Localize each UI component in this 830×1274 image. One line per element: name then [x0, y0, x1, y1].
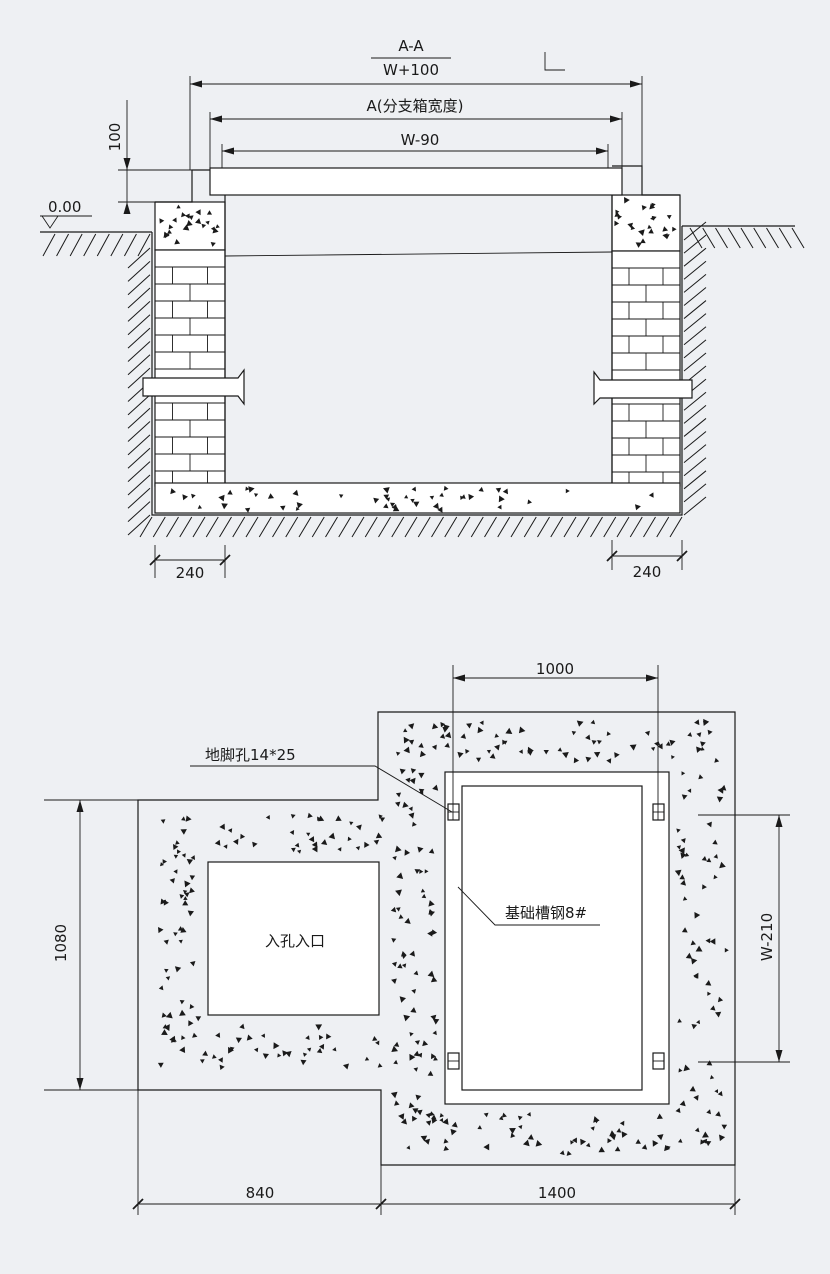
anchor-hole-top-left — [447, 803, 460, 821]
anchor-hole-leader — [190, 765, 453, 813]
dim-hole-spacing: 1000 — [536, 660, 574, 678]
left-cap-step — [155, 169, 225, 203]
dim-wall-left: 240 — [176, 564, 205, 582]
level-value: 0.00 — [48, 198, 81, 216]
concrete-aggregate-section — [159, 197, 677, 513]
manhole-label: 入孔入口 — [265, 932, 325, 950]
dim-lid-height: 100 — [106, 123, 124, 152]
channel-steel-label: 基础槽钢8# — [505, 904, 587, 922]
section-view: A-A W+100 A(分支箱宽度) W-90 100 0.00 240 — [40, 37, 805, 582]
channel-steel-inner — [461, 785, 643, 1091]
bottom-concrete-slab — [154, 482, 681, 514]
channel-steel-leader — [457, 886, 600, 926]
right-pipe-sleeve — [593, 370, 693, 406]
left-cap-concrete — [154, 201, 226, 251]
section-title: A-A — [398, 37, 424, 55]
anchor-hole-bottom-right — [652, 1052, 665, 1070]
plan-view: 入孔入口 1000 地脚孔14*25 基础槽钢8# W-210 — [44, 660, 790, 1215]
ground-hatch — [42, 221, 805, 538]
dim-manhole-depth: 1080 — [52, 924, 70, 962]
concrete-aggregate-plan — [157, 718, 729, 1156]
dim-total-width: W+100 — [383, 61, 439, 79]
anchor-hole-top-right — [652, 803, 665, 821]
right-cap-concrete — [611, 194, 681, 252]
dim-box-width: A(分支箱宽度) — [367, 97, 464, 115]
manhole-opening — [207, 861, 380, 1016]
dimension-arrowheads — [76, 80, 783, 1210]
dim-inner-width: W-90 — [401, 131, 440, 149]
section-mark — [544, 52, 565, 71]
brick-courses — [155, 266, 680, 486]
branch-box-lid — [209, 167, 623, 196]
right-cap-step — [612, 165, 680, 196]
cable-level-line — [224, 251, 613, 257]
anchor-hole-label: 地脚孔14*25 — [205, 746, 296, 764]
level-triangle-icon — [41, 215, 59, 229]
dim-frame-height: W-210 — [758, 913, 776, 961]
left-pipe-sleeve — [142, 368, 245, 406]
anchor-hole-bottom-left — [447, 1052, 460, 1070]
dim-box-zone-width: 1400 — [538, 1184, 576, 1202]
pit-boundary — [151, 226, 683, 516]
dim-wall-right: 240 — [633, 563, 662, 581]
dim-manhole-width: 840 — [246, 1184, 275, 1202]
